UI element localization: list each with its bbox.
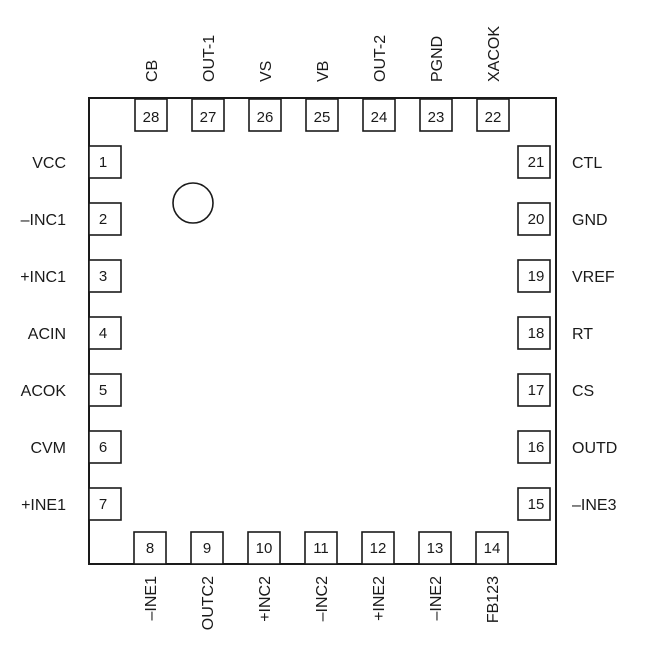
pin-4-label: ACIN: [28, 326, 66, 343]
pin-13-label: –INE2: [428, 576, 445, 621]
pin-2-label: –INC1: [21, 212, 66, 229]
pin-12-box: [361, 531, 395, 565]
pin-3-box: [88, 259, 122, 293]
pin-20-box: [517, 202, 551, 236]
pin-25-label: VB: [315, 61, 332, 82]
pin-26-number: 26: [257, 109, 274, 126]
pin-15-number: 15: [528, 496, 545, 513]
pin-17-label: CS: [572, 383, 594, 400]
pin-1-box: [88, 145, 122, 179]
pin-24-box: [362, 98, 396, 132]
pin-21-box: [517, 145, 551, 179]
pin-9-label: OUTC2: [200, 576, 217, 630]
pin-4-number: 4: [99, 325, 107, 342]
pin-2-box: [88, 202, 122, 236]
pin-14-box: [475, 531, 509, 565]
pin-7-number: 7: [99, 496, 107, 513]
pin-5-number: 5: [99, 382, 107, 399]
pin-25-box: [305, 98, 339, 132]
pin-10-box: [247, 531, 281, 565]
pin-16-label: OUTD: [572, 440, 617, 457]
pin-24-number: 24: [371, 109, 388, 126]
pin-7-box: [88, 487, 122, 521]
pin-13-number: 13: [427, 540, 444, 557]
pin-22-box: [476, 98, 510, 132]
pin-8-box: [133, 531, 167, 565]
pin-5-box: [88, 373, 122, 407]
pin-26-box: [248, 98, 282, 132]
pin-22-number: 22: [485, 109, 502, 126]
pin-28-box: [134, 98, 168, 132]
pin-15-box: [517, 487, 551, 521]
pin-28-label: CB: [144, 60, 161, 82]
pin-27-label: OUT-1: [201, 35, 218, 82]
pin-12-label: +INE2: [371, 576, 388, 621]
pin-group: 1 VCC 2 –INC1 3 +INC1 4 ACIN 5 ACOK 6 CVM 7 +INE1 8 –IN…: [20, 26, 617, 631]
pin-27-number: 27: [200, 109, 217, 126]
pin-21-label: CTL: [572, 155, 602, 172]
pin-13-box: [418, 531, 452, 565]
pin-6-number: 6: [99, 439, 107, 456]
pin-19-number: 19: [528, 268, 545, 285]
pin-3-label: +INC1: [20, 269, 66, 286]
pin-15-label: –INE3: [572, 497, 617, 514]
pin-14-number: 14: [484, 540, 501, 557]
pin-18-number: 18: [528, 325, 545, 342]
pin-6-box: [88, 430, 122, 464]
pin-26-label: VS: [258, 61, 275, 82]
pin-12-number: 12: [370, 540, 387, 557]
package-body: [88, 97, 557, 565]
pin-5-label: ACOK: [21, 383, 67, 400]
pin-9-box: [190, 531, 224, 565]
pin-4-box: [88, 316, 122, 350]
pin-10-label: +INC2: [257, 576, 274, 622]
pin-19-box: [517, 259, 551, 293]
pin-11-label: –INC2: [314, 576, 331, 621]
pin-8-label: –INE1: [143, 576, 160, 621]
pin-25-number: 25: [314, 109, 331, 126]
pin-11-number: 11: [313, 540, 329, 557]
pin-1-marker-icon: [172, 182, 214, 224]
pin-18-label: RT: [572, 326, 593, 343]
pin-18-box: [517, 316, 551, 350]
pin-1-label: VCC: [32, 155, 66, 172]
pin-16-box: [517, 430, 551, 464]
pin-11-box: [304, 531, 338, 565]
pin-23-label: PGND: [429, 36, 446, 82]
pin-14-label: FB123: [485, 576, 502, 623]
pin-1-number: 1: [99, 154, 107, 171]
pin-3-number: 3: [99, 268, 107, 285]
pin-20-label: GND: [572, 212, 608, 229]
pin-6-label: CVM: [30, 440, 66, 457]
pin-2-number: 2: [99, 211, 107, 228]
pin-22-label: XACOK: [486, 26, 503, 82]
pin-16-number: 16: [528, 439, 545, 456]
pin-10-number: 10: [256, 540, 273, 557]
pin-27-box: [191, 98, 225, 132]
pin-9-number: 9: [203, 540, 211, 557]
pin-7-label: +INE1: [21, 497, 66, 514]
pin-20-number: 20: [528, 211, 545, 228]
pin-19-label: VREF: [572, 269, 615, 286]
pin-24-label: OUT-2: [372, 35, 389, 82]
pin-17-number: 17: [528, 382, 545, 399]
pin-21-number: 21: [528, 154, 545, 171]
pin-23-box: [419, 98, 453, 132]
pin-28-number: 28: [143, 109, 160, 126]
pin-8-number: 8: [146, 540, 154, 557]
pin-23-number: 23: [428, 109, 445, 126]
pin-17-box: [517, 373, 551, 407]
